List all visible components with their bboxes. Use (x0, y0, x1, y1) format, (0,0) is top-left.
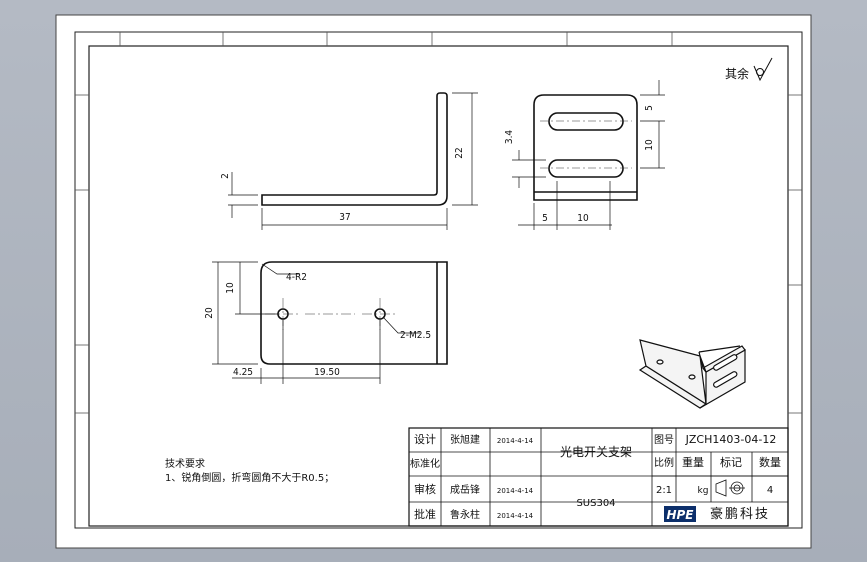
isometric-view (638, 339, 746, 409)
dim-side-length: 37 (339, 212, 350, 223)
tb-scale: 2:1 (656, 485, 672, 496)
tb-review-label: 审核 (414, 482, 436, 496)
tb-review-name: 成岳锋 (450, 483, 480, 496)
projection-symbol-icon (715, 479, 745, 497)
end-center-lines (540, 120, 632, 169)
tb-drawing-no-label: 图号 (654, 434, 674, 446)
dim-end-top: 5 (644, 105, 655, 111)
tb-weight-label: 重量 (682, 455, 704, 469)
dim-end-slot-gap: 3.4 (504, 130, 515, 145)
company-logo: HPE (664, 506, 696, 522)
tb-qty-label: 数量 (759, 456, 781, 469)
roughness-symbol: 其余 (725, 57, 773, 82)
dim-flat-left-offset: 4.25 (233, 367, 253, 378)
tb-scale-label: 比例 (654, 456, 674, 469)
tb-qty: 4 (767, 485, 773, 496)
tb-company: 豪鹏科技 (710, 506, 770, 522)
slot-bottom (548, 159, 624, 178)
tb-mark-label: 标记 (720, 455, 742, 469)
side-view (261, 92, 448, 206)
tb-design-label: 设计 (414, 433, 436, 446)
slot-top (548, 112, 624, 131)
tb-design-name: 张旭建 (450, 433, 480, 446)
notes-item-1: 1、锐角倒圆，折弯圆角不大于R0.5； (165, 471, 334, 484)
tb-weight-unit: kg (698, 486, 709, 496)
roughness-label: 其余 (725, 66, 749, 81)
tb-drawing-no: JZCH1403-04-12 (685, 433, 777, 446)
drawing-sheet (55, 14, 812, 549)
outer-frame (74, 31, 803, 529)
callout-corner-radius: 4-R2 (286, 272, 307, 283)
callout-hole-thread: 2-M2.5 (400, 330, 431, 341)
flat-view-dims (212, 261, 420, 384)
title-block (408, 427, 789, 527)
tb-approve-label: 批准 (414, 507, 436, 521)
end-view (533, 94, 638, 201)
dim-hole-spacing: 19.50 (314, 367, 340, 378)
tb-material: SUS304 (576, 498, 615, 509)
zone-ticks (75, 32, 802, 414)
logo-text: HPE (666, 508, 694, 522)
side-view-dims (228, 92, 478, 230)
dim-end-left: 5 (542, 213, 548, 224)
tb-approve-date: 2014-4-14 (497, 512, 534, 520)
dim-end-width: 10 (577, 213, 589, 224)
end-view-dims (512, 80, 665, 230)
tb-design-date: 2014-4-14 (497, 437, 534, 445)
tb-approve-name: 鲁永柱 (450, 508, 480, 521)
dim-flat-height: 20 (204, 307, 215, 319)
tb-part-name: 光电开关支架 (560, 445, 632, 459)
notes-title: 技术要求 (165, 457, 205, 470)
dim-flat-half-height: 10 (225, 282, 236, 294)
dim-end-spacing: 10 (644, 139, 655, 151)
tb-std-label: 标准化 (410, 457, 440, 470)
dim-side-thickness: 2 (220, 173, 231, 179)
tb-review-date: 2014-4-14 (497, 487, 534, 495)
dim-side-height: 22 (454, 147, 465, 158)
